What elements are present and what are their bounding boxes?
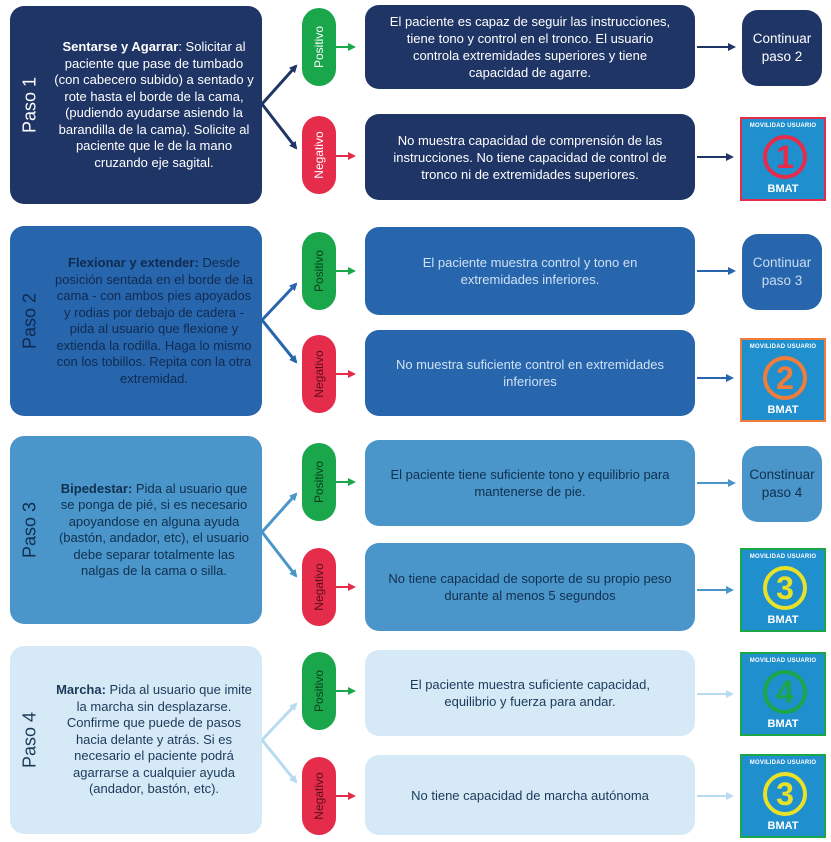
step-4-positive-bmat-badge: MOVILIDAD USUARIO 4 BMAT (740, 652, 826, 736)
step-3-text: Pida al usuario que se ponga de pié, si … (58, 480, 250, 579)
step-2-badge-footer: BMAT (767, 404, 799, 416)
step-2-title: Flexionar y extender: (68, 255, 199, 270)
level-4-circle-icon: 4 (763, 670, 807, 714)
step-2-text: Desde posición sentada en el borde de la… (54, 255, 254, 386)
step-4-box: Paso 4 Marcha: Pida al usuario que imite… (10, 646, 262, 834)
step-4-positivo-pill: Positivo (302, 652, 336, 730)
step-1-text: : Solicitar al paciente que pase de tumb… (54, 39, 254, 170)
level-2-circle-icon: 2 (763, 356, 807, 400)
step-3-positive-result: El paciente tiene suficiente tono y equi… (365, 440, 695, 526)
step-2-positive-result: El paciente muestra control y tono en ex… (365, 227, 695, 315)
step-3-title: Bipedestar: (60, 480, 133, 496)
step-4-negativo-pill: Negativo (302, 757, 336, 835)
step-1-continue-box: Continuar paso 2 (742, 10, 822, 86)
step-3-continue-box: Constinuar paso 4 (742, 446, 822, 522)
step-1-negativo-pill: Negativo (302, 116, 336, 194)
step-2-bmat-badge: MOVILIDAD USUARIO 2 BMAT (740, 338, 826, 422)
step-1-box: Paso 1 Sentarse y Agarrar: Solicitar al … (10, 6, 262, 204)
step-2-description: Flexionar y extender: Desde posición sen… (54, 255, 254, 387)
step-4-positive-result: El paciente muestra suficiente capacidad… (365, 650, 695, 736)
level-3-circle-icon: 3 (763, 566, 807, 610)
step-3-branch-arrows (260, 478, 736, 594)
step-4-description: Marcha: Pida al usuario que imite la mar… (54, 682, 254, 798)
step-4-positive-badge-header: MOVILIDAD USUARIO (749, 658, 817, 664)
level-1-circle-icon: 1 (763, 135, 807, 179)
step-4-negative-badge-footer: BMAT (767, 820, 799, 832)
step-4-text: Pida al usuario que imite la marcha sin … (66, 682, 252, 797)
step-4-negative-result: No tiene capacidad de marcha autónoma (365, 755, 695, 835)
step-2-box: Paso 2 Flexionar y extender: Desde posic… (10, 226, 262, 416)
step-1-branch-arrows (260, 43, 736, 161)
step-1-positivo-pill: Positivo (302, 8, 336, 86)
step-4-title: Marcha: (56, 682, 106, 698)
step-3-negativo-pill: Negativo (302, 548, 336, 626)
step-1-description: Sentarse y Agarrar: Solicitar al pacient… (54, 39, 254, 171)
step-1-badge-header: MOVILIDAD USUARIO (749, 123, 817, 129)
step-2-negative-result: No muestra suficiente control en extremi… (365, 330, 695, 416)
level-3-circle-icon: 3 (763, 772, 807, 816)
step-1-badge-footer: BMAT (767, 183, 799, 195)
step-2-badge-header: MOVILIDAD USUARIO (749, 344, 817, 350)
step-4-negative-badge-header: MOVILIDAD USUARIO (749, 760, 817, 766)
step-3-badge-header: MOVILIDAD USUARIO (749, 554, 817, 560)
step-1-title: Sentarse y Agarrar (62, 39, 179, 54)
step-2-branch-arrows (260, 267, 736, 382)
step-1-positive-result: El paciente es capaz de seguir las instr… (365, 5, 695, 89)
step-4-negative-bmat-badge: MOVILIDAD USUARIO 3 BMAT (740, 754, 826, 838)
step-3-negative-result: No tiene capacidad de soporte de su prop… (365, 543, 695, 631)
step-4-positive-badge-footer: BMAT (767, 718, 799, 730)
step-3-description: Bipedestar: Pida al usuario que se ponga… (54, 481, 254, 580)
step-1-negative-result: No muestra capacidad de comprensión de l… (365, 114, 695, 200)
step-4-branch-arrows (260, 687, 734, 800)
step-1-bmat-badge: MOVILIDAD USUARIO 1 BMAT (740, 117, 826, 201)
step-2-positivo-pill: Positivo (302, 232, 336, 310)
step-3-badge-footer: BMAT (767, 614, 799, 626)
step-3-box: Paso 3 Bipedestar: Pida al usuario que s… (10, 436, 262, 624)
step-3-bmat-badge: MOVILIDAD USUARIO 3 BMAT (740, 548, 826, 632)
step-3-positivo-pill: Positivo (302, 443, 336, 521)
step-2-negativo-pill: Negativo (302, 335, 336, 413)
step-2-continue-box: Continuar paso 3 (742, 234, 822, 310)
